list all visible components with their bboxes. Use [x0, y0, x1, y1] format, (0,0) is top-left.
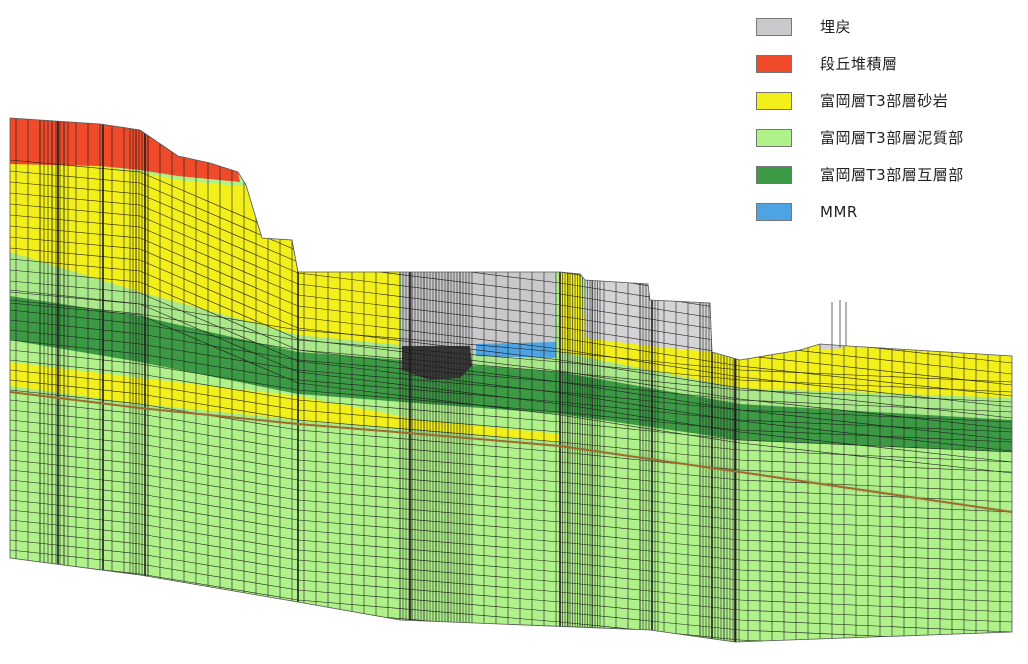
legend-swatch-interbedded: [756, 165, 792, 184]
legend: 埋戻 段丘堆積層 富岡層T3部層砂岩 富岡層T3部層泥質部 富岡層T3部層互層部…: [756, 8, 1022, 230]
legend-item-sandstone: 富岡層T3部層砂岩: [756, 82, 1022, 119]
layer-backfill-far: [820, 302, 846, 350]
layer-interbedded: [10, 296, 1012, 452]
legend-label-mudstone: 富岡層T3部層泥質部: [820, 129, 964, 147]
layer-mudstone-strip: [10, 386, 1012, 516]
legend-label-terrace: 段丘堆積層: [820, 55, 898, 73]
structure-dark: [402, 346, 472, 380]
legend-label-mmr: MMR: [820, 202, 858, 221]
legend-swatch-mudstone: [756, 128, 792, 147]
legend-swatch-sandstone: [756, 91, 792, 110]
layer-backfill: [402, 272, 556, 366]
legend-label-interbedded: 富岡層T3部層互層部: [820, 166, 964, 184]
legend-swatch-backfill: [756, 17, 792, 36]
legend-swatch-terrace: [756, 54, 792, 73]
legend-item-mudstone: 富岡層T3部層泥質部: [756, 119, 1022, 156]
layer-sandstone-upper: [10, 160, 400, 345]
layer-terrace-deposit: [10, 118, 240, 182]
legend-item-interbedded: 富岡層T3部層互層部: [756, 156, 1022, 193]
layer-sandstone-lower: [10, 362, 560, 442]
legend-item-backfill: 埋戻: [756, 8, 1022, 45]
legend-item-terrace: 段丘堆積層: [756, 45, 1022, 82]
legend-label-sandstone: 富岡層T3部層砂岩: [820, 92, 949, 110]
legend-swatch-mmr: [756, 202, 792, 221]
legend-item-mmr: MMR: [756, 193, 1022, 230]
legend-label-backfill: 埋戻: [820, 18, 852, 36]
layer-backfill-right: [585, 275, 712, 352]
